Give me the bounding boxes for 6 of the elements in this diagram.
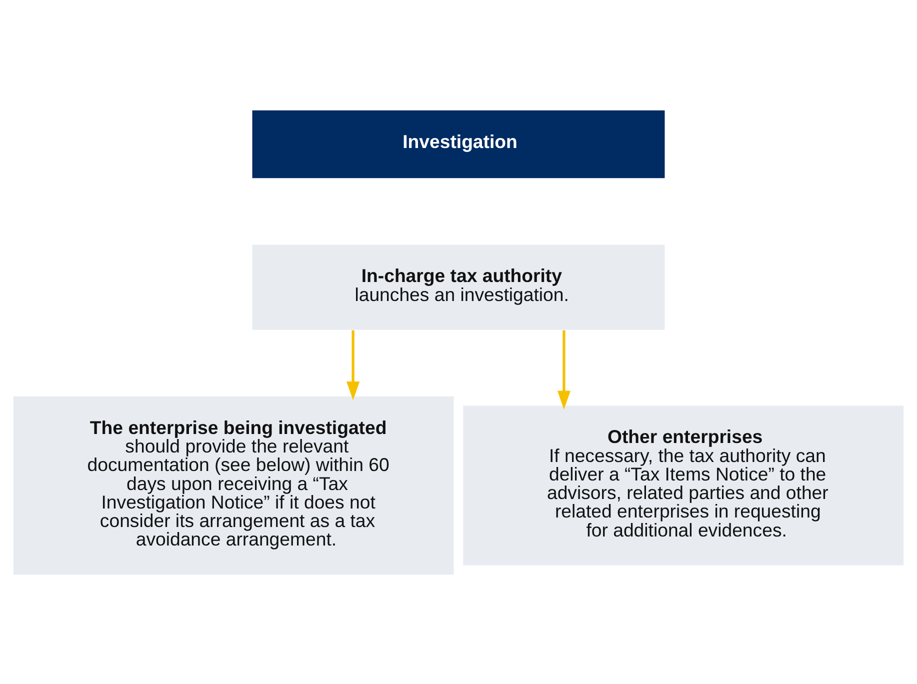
node-box: Investigation xyxy=(252,110,665,178)
node-box: Other enterprises If necessary, the tax authority can deliver a “Tax Items Notice” to the advisors, related parties and other related enterprises in requesting for additional evidences. xyxy=(463,405,904,565)
node-box: In-charge tax authority launches an investigation. xyxy=(252,244,665,330)
arrow xyxy=(346,330,360,400)
node-box: The enterprise being investigated should provide the relevant documentation (see below) within 60 days upon receiving a “Tax Investigation Notice” if it does not consider its arrangement as a tax avoidance arrangement. xyxy=(13,396,454,574)
arrow xyxy=(557,330,570,409)
